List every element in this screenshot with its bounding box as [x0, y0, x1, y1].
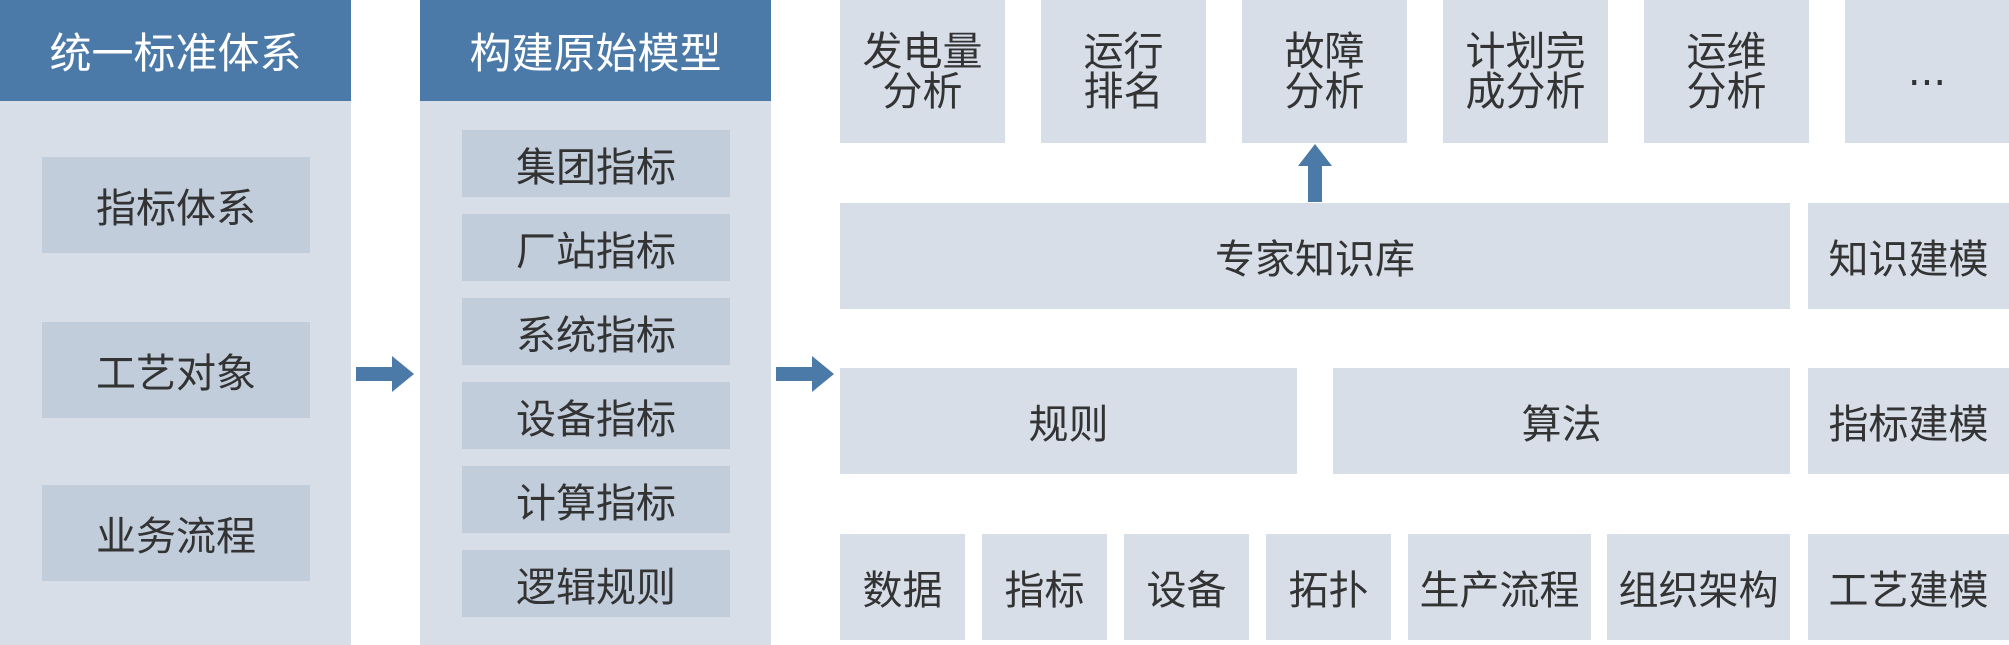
- right-arrow-icon: [776, 356, 834, 392]
- equipment-indicator-box: 设备指标: [462, 382, 730, 449]
- logic-rule-box: 逻辑规则: [462, 550, 730, 617]
- indicator-box: 指标: [982, 534, 1107, 640]
- app-label-line2: 分析: [1284, 68, 1365, 115]
- om-analysis-box: 运维 分析: [1644, 0, 1809, 143]
- equipment-box: 设备: [1124, 534, 1249, 640]
- system-indicator-box: 系统指标: [462, 298, 730, 365]
- plan-completion-analysis-box: 计划完 成分析: [1443, 0, 1608, 143]
- expert-knowledge-base-box: 专家知识库: [840, 203, 1790, 309]
- standard-system-header: 统一标准体系: [0, 0, 351, 101]
- app-label-line1: 计划完: [1465, 28, 1586, 75]
- algorithms-box: 算法: [1333, 368, 1790, 474]
- production-process-box: 生产流程: [1408, 534, 1591, 640]
- app-label-line1: 运行: [1083, 28, 1164, 75]
- knowledge-modeling-box: 知识建模: [1808, 203, 2009, 309]
- app-label-line1: 故障: [1284, 28, 1365, 75]
- indicator-modeling-box: 指标建模: [1808, 368, 2009, 474]
- up-arrow-icon: [1298, 144, 1332, 202]
- topology-box: 拓扑: [1266, 534, 1391, 640]
- app-label-line1: 运维: [1686, 28, 1767, 75]
- more-applications-box: ...: [1845, 0, 2009, 143]
- fault-analysis-box: 故障 分析: [1242, 0, 1407, 143]
- group-indicator-box: 集团指标: [462, 130, 730, 197]
- right-arrow-icon: [356, 356, 414, 392]
- app-label-line1: 发电量: [862, 28, 983, 75]
- power-generation-analysis-box: 发电量 分析: [840, 0, 1005, 143]
- calculation-indicator-box: 计算指标: [462, 466, 730, 533]
- business-process-box: 业务流程: [42, 485, 310, 581]
- original-model-header: 构建原始模型: [420, 0, 771, 101]
- process-object-box: 工艺对象: [42, 322, 310, 418]
- app-label-line2: 排名: [1083, 68, 1164, 115]
- app-label-line2: 分析: [882, 68, 963, 115]
- app-label-line2: 分析: [1686, 68, 1767, 115]
- process-modeling-box: 工艺建模: [1808, 534, 2009, 640]
- app-label-line1: ...: [1907, 48, 1947, 95]
- indicator-system-box: 指标体系: [42, 157, 310, 253]
- operation-ranking-box: 运行 排名: [1041, 0, 1206, 143]
- app-label-line2: 成分析: [1465, 68, 1586, 115]
- data-box: 数据: [840, 534, 965, 640]
- organization-structure-box: 组织架构: [1607, 534, 1790, 640]
- rules-box: 规则: [840, 368, 1297, 474]
- station-indicator-box: 厂站指标: [462, 214, 730, 281]
